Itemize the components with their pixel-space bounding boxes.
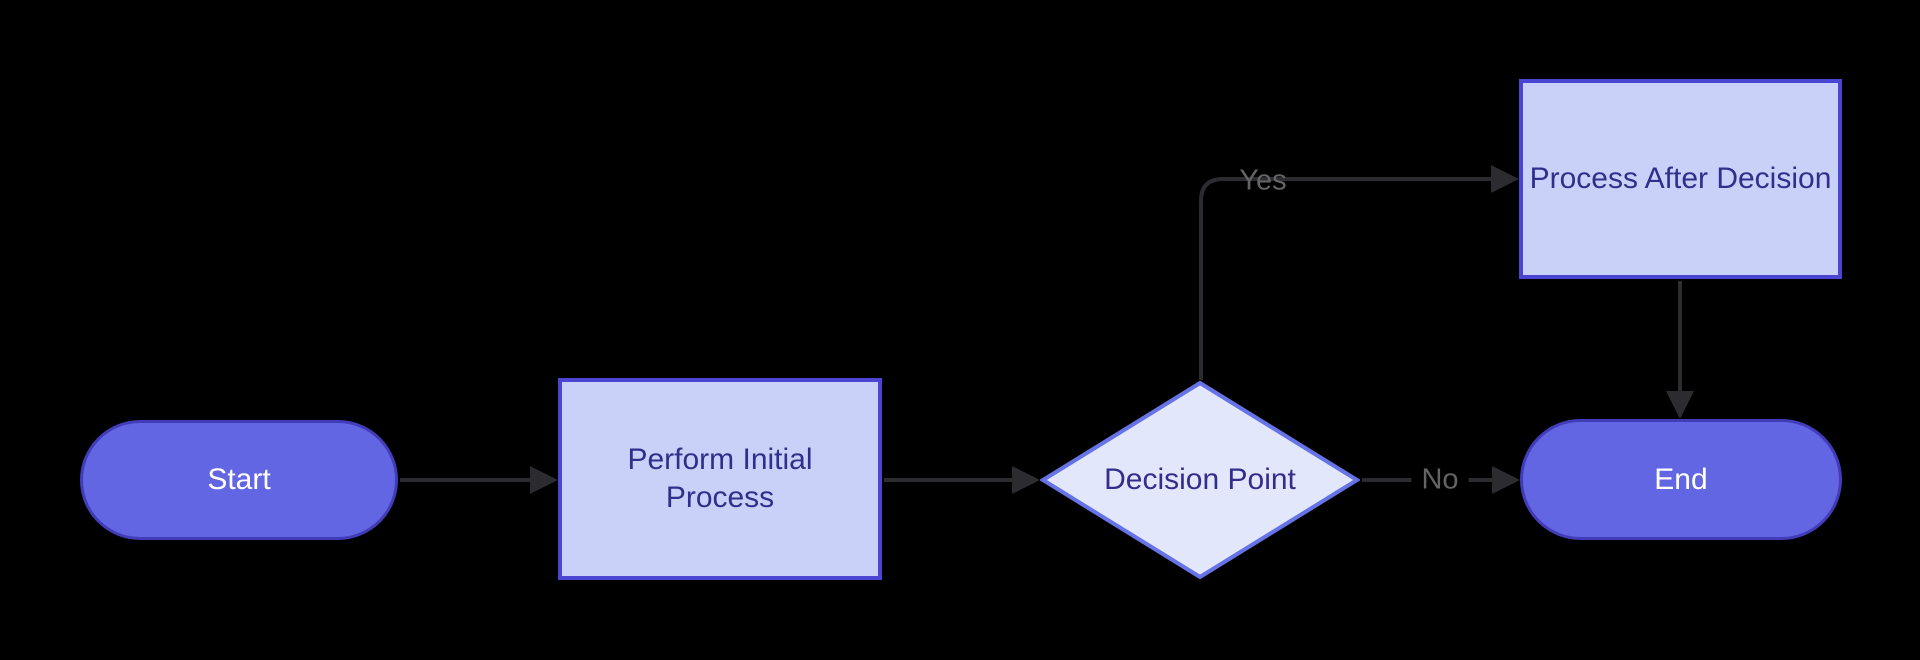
diamond-shape [1040,380,1360,580]
edge-decision-yes-to-process2 [1199,165,1519,380]
node-decision-point-label: Decision Point [1104,463,1296,496]
edge-label-yes: Yes [1239,164,1287,197]
node-process-after-decision: Process After Decision [1519,79,1842,279]
edge-process1-to-decision [884,466,1040,494]
edge-label-no: No [1411,463,1469,497]
node-decision-point: Decision Point [1040,380,1360,580]
node-end-label: End [1654,462,1708,496]
edge-start-to-process1 [400,466,558,494]
arrowhead-icon [1012,466,1040,494]
node-perform-initial-process: Perform Initial Process [558,378,882,580]
node-perform-initial-process-label: Perform Initial Process [627,443,813,514]
arrowhead-icon [530,466,558,494]
node-process-after-decision-label: Process After Decision [1529,162,1832,195]
edge-process2-to-end [1666,281,1694,419]
arrowhead-icon [1666,391,1694,419]
node-end: End [1520,419,1842,540]
arrowhead-icon [1491,165,1519,193]
node-start-label: Start [207,463,271,496]
node-start: Start [80,420,398,540]
arrowhead-icon [1492,466,1520,494]
